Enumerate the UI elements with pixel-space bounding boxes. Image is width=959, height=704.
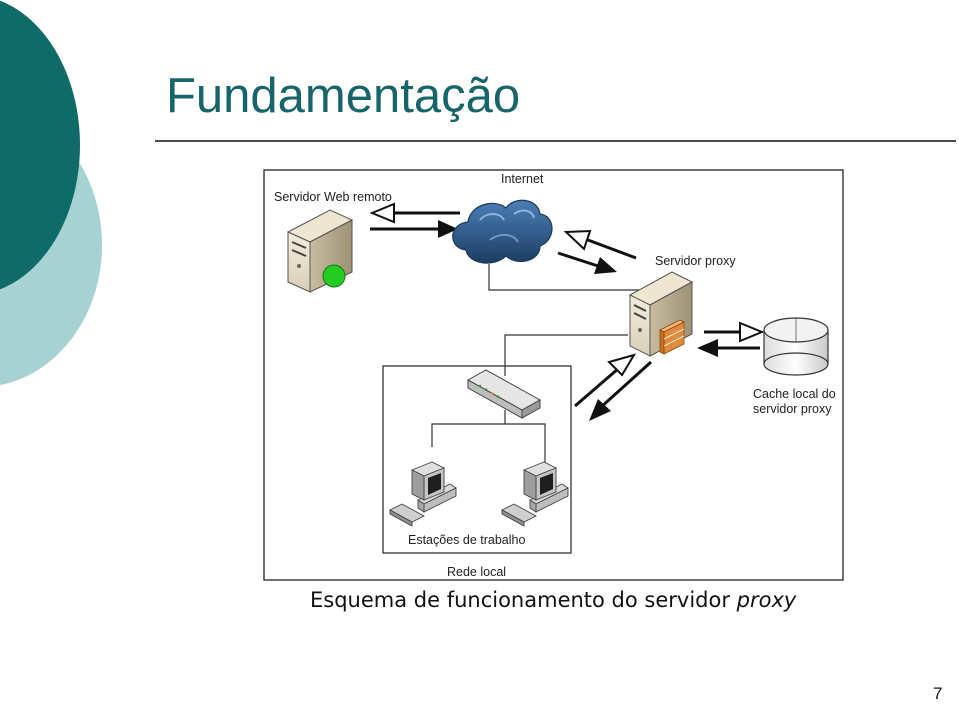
arrow-to-cloud — [563, 229, 637, 260]
decorative-shapes — [0, 0, 102, 386]
label-cache-line1: Cache local do — [753, 387, 836, 401]
local-network-frame — [382, 365, 572, 554]
firewall-icon — [659, 319, 685, 355]
label-cache-line2: servidor proxy — [753, 402, 832, 416]
arrow-up-to-proxy — [574, 353, 637, 408]
remote-server-icon — [286, 209, 354, 293]
arrow-to-remote — [369, 202, 460, 224]
workstation-icon — [501, 461, 569, 527]
deco-dark-circle — [0, 0, 80, 290]
label-internet: Internet — [501, 172, 544, 186]
cache-database-icon — [763, 317, 829, 376]
label-local-network: Rede local — [447, 565, 507, 579]
status-light-icon — [322, 264, 346, 288]
title-divider — [155, 140, 956, 142]
caption-text: Esquema de funcionamento do servidor — [310, 588, 737, 612]
diagram-frame — [263, 169, 844, 581]
arrow-to-internet — [370, 220, 458, 238]
internet-cloud-icon — [452, 199, 553, 264]
proxy-server-icon — [628, 271, 694, 357]
page-number: 7 — [933, 684, 943, 703]
workstation-icon — [389, 461, 457, 527]
arrows — [369, 202, 765, 421]
slide-title: Fundamentação — [166, 69, 521, 123]
arrow-from-cache — [697, 339, 760, 357]
arrow-to-proxy — [557, 251, 617, 274]
network-switch-icon — [466, 369, 542, 419]
arrow-to-cache — [704, 321, 765, 343]
caption-italic-text: proxy — [736, 588, 797, 612]
label-remote-server: Servidor Web remoto — [274, 190, 392, 204]
label-proxy-server: Servidor proxy — [655, 254, 736, 268]
diagram-caption: Esquema de funcionamento do servidor pro… — [310, 588, 796, 612]
label-workstations: Estações de trabalho — [408, 533, 526, 547]
arrow-down-to-network — [589, 360, 653, 421]
